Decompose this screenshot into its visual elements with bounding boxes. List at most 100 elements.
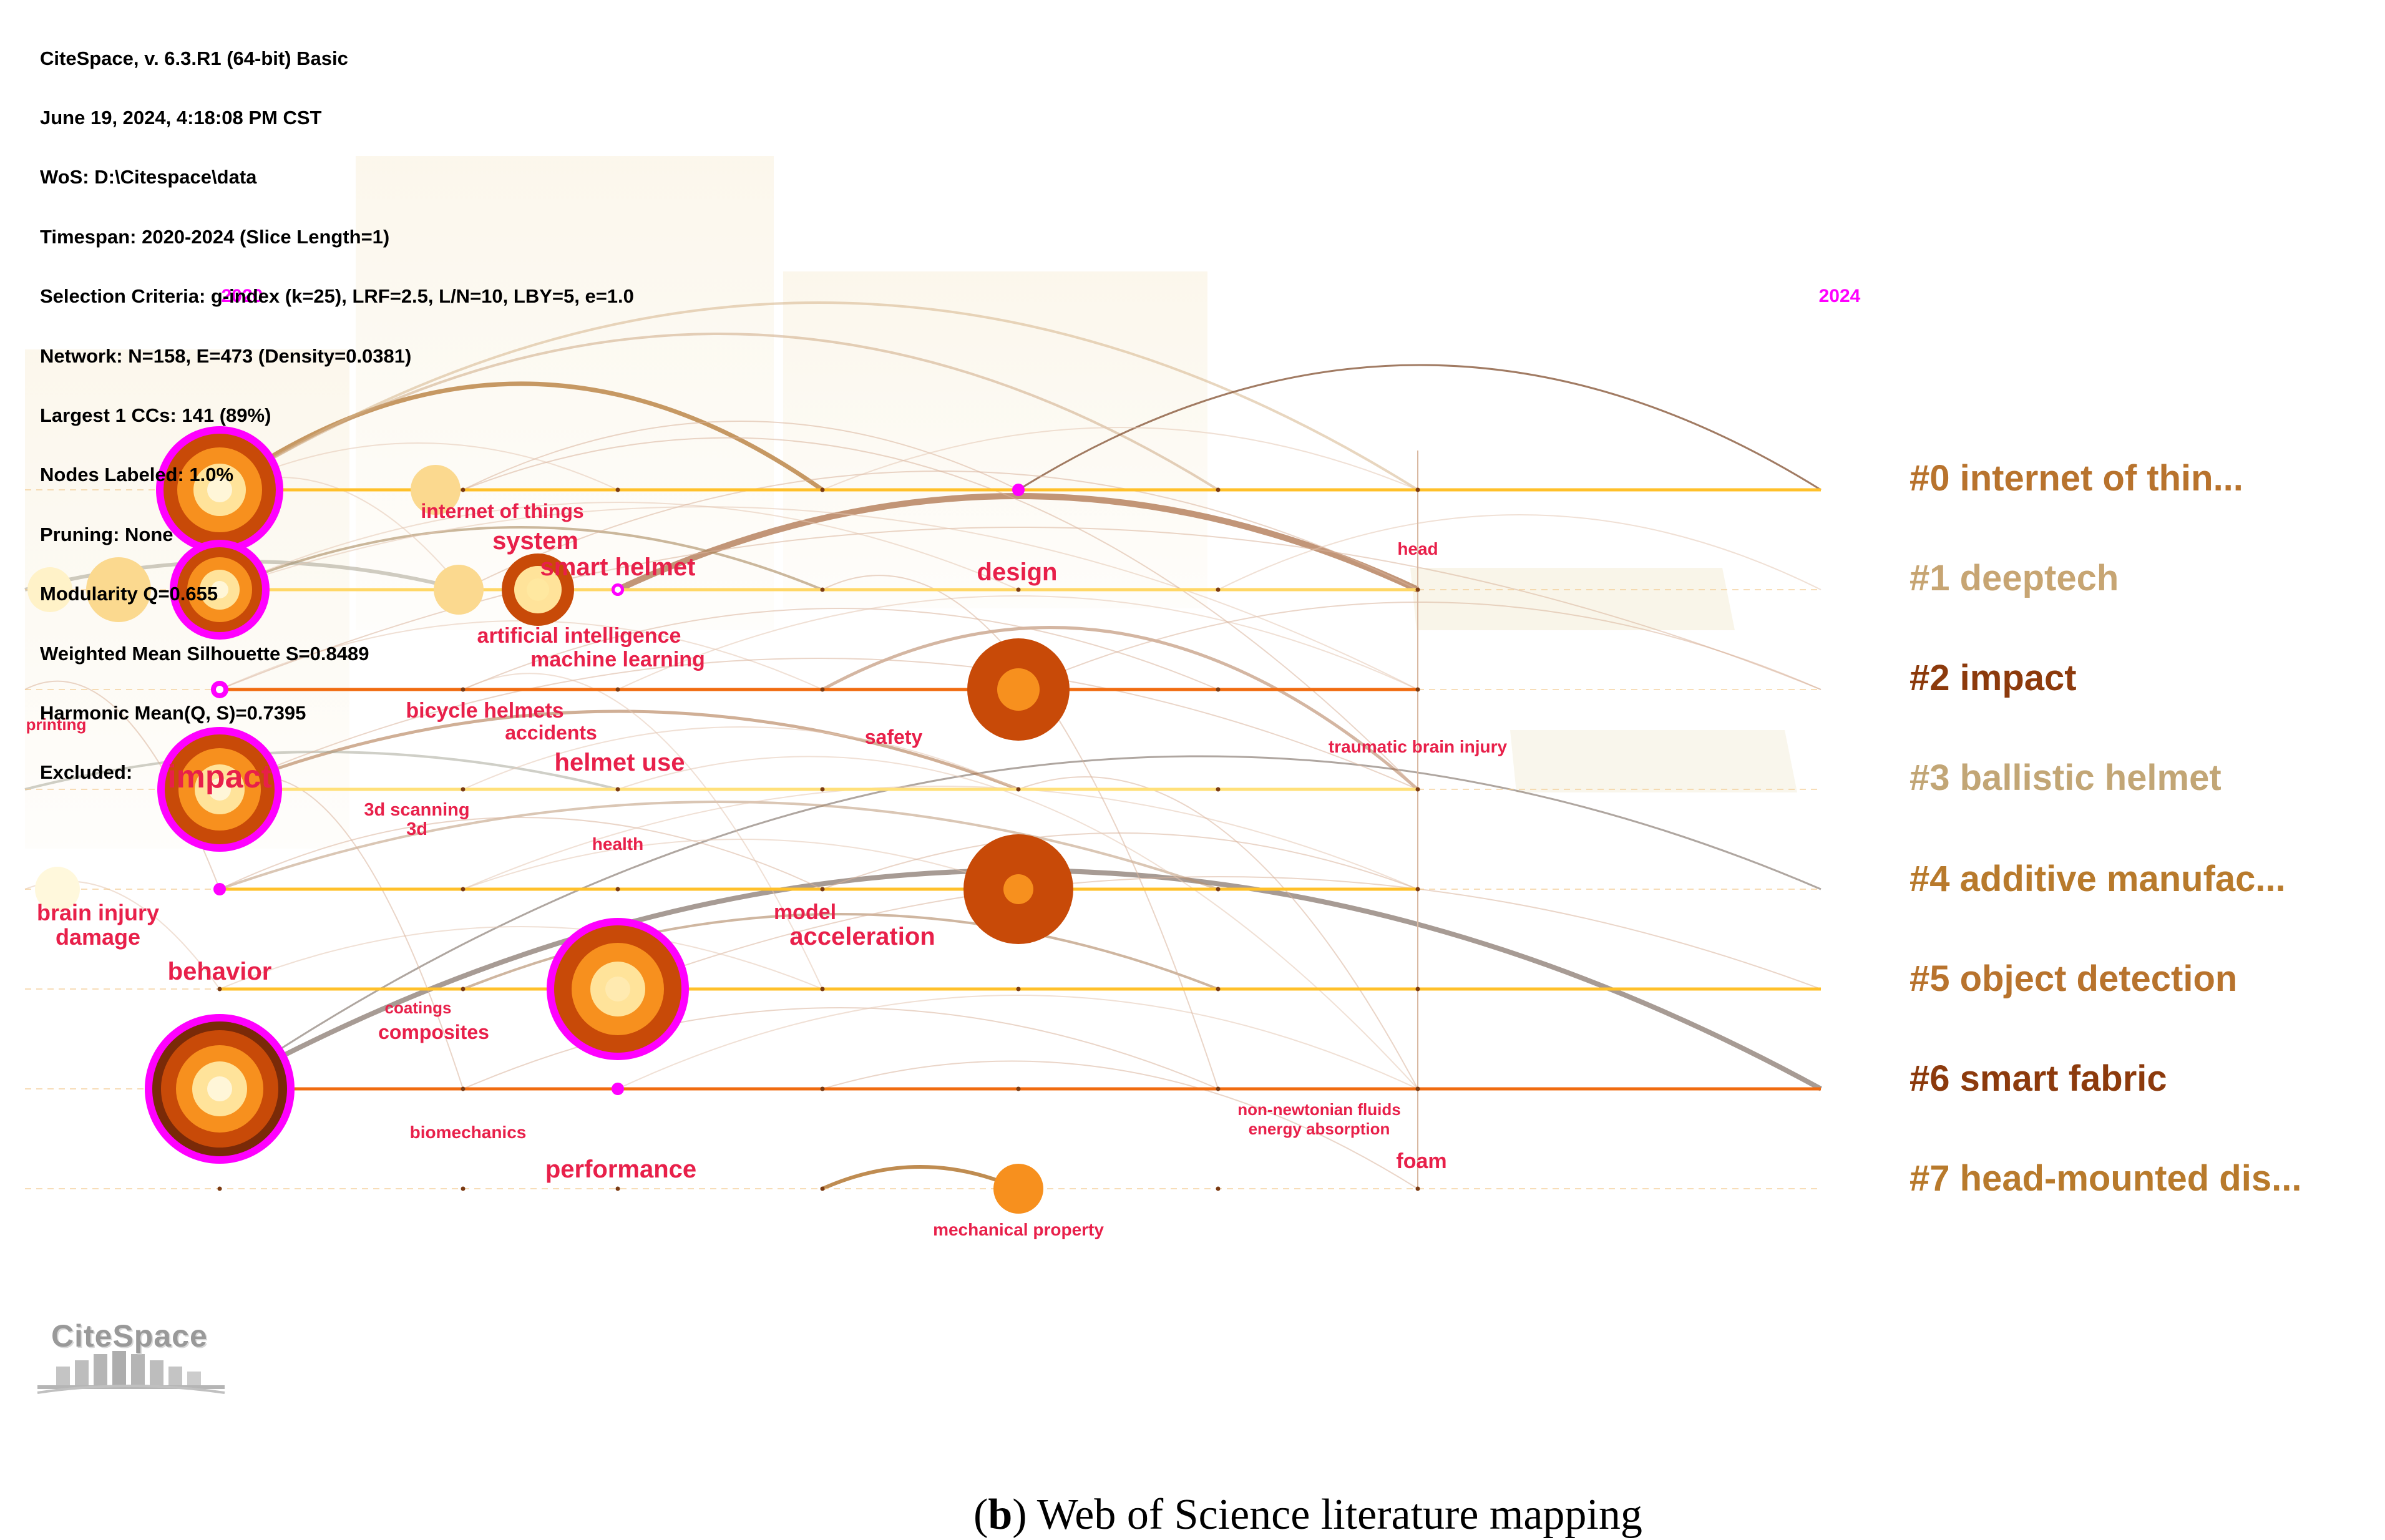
tick-marker bbox=[1016, 787, 1021, 792]
cluster-labels: #0 internet of thin... #1 deeptech #2 im… bbox=[1909, 458, 2301, 1199]
node-ring bbox=[27, 567, 72, 612]
citation-arc bbox=[462, 726, 1019, 790]
node-ring bbox=[993, 1164, 1043, 1214]
node-ring bbox=[997, 668, 1040, 711]
keyword-nodes bbox=[27, 426, 1073, 1214]
tick-marker bbox=[1216, 1086, 1221, 1091]
keyword-label: bicycle helmets bbox=[406, 699, 563, 723]
burst-marker bbox=[612, 1083, 624, 1095]
tick-marker bbox=[1415, 887, 1420, 892]
tick-marker bbox=[1216, 687, 1221, 692]
citation-arc bbox=[617, 876, 1822, 990]
tick-marker bbox=[1016, 987, 1021, 992]
meta-line: Largest 1 CCs: 141 (89%) bbox=[40, 404, 271, 426]
node-ring bbox=[605, 977, 630, 1001]
cluster-label-3: #3 ballistic helmet bbox=[1909, 758, 2222, 798]
keyword-label: impact bbox=[167, 759, 272, 795]
node-ring bbox=[211, 581, 228, 598]
citation-arc bbox=[462, 437, 1418, 790]
citation-arc bbox=[1018, 602, 1822, 690]
cluster-label-2: #2 impact bbox=[1909, 658, 2077, 698]
keyword-label: performance bbox=[545, 1156, 696, 1183]
keyword-label: system bbox=[492, 527, 578, 555]
cluster-label-5: #5 object detection bbox=[1909, 958, 2237, 999]
citation-arc bbox=[1018, 364, 1822, 491]
node-ring bbox=[207, 1076, 232, 1101]
year-end-label: 2024 bbox=[1819, 286, 1861, 306]
tick-marker bbox=[1016, 1086, 1021, 1091]
tick-marker bbox=[461, 987, 466, 992]
cluster-label-0: #0 internet of thin... bbox=[1909, 458, 2243, 499]
keyword-label: smart helmet bbox=[540, 553, 696, 581]
meta-line: CiteSpace, v. 6.3.R1 (64-bit) Basic bbox=[40, 47, 348, 69]
citation-arc bbox=[462, 421, 1019, 490]
tick-marker bbox=[1016, 587, 1021, 592]
meta-line: Weighted Mean Silhouette S=0.8489 bbox=[40, 642, 369, 665]
figure-caption: (b) Web of Science literature mapping bbox=[973, 1491, 1642, 1539]
citation-arc bbox=[219, 755, 1822, 1090]
citation-arc bbox=[219, 526, 823, 591]
node-ring bbox=[615, 587, 621, 593]
keyword-label: helmet use bbox=[555, 749, 685, 776]
node-ring bbox=[527, 578, 549, 601]
node-ring bbox=[216, 686, 223, 693]
keyword-label: internet of things bbox=[421, 500, 583, 522]
tick-marker bbox=[1216, 987, 1221, 992]
background-slabs bbox=[25, 156, 1797, 849]
node-ring bbox=[35, 867, 80, 912]
tick-marker bbox=[615, 687, 620, 692]
citation-arc bbox=[617, 756, 1418, 1089]
tick-marker bbox=[1415, 687, 1420, 692]
tick-marker bbox=[1415, 787, 1420, 792]
keyword-label: non-newtonian fluids bbox=[1237, 1100, 1400, 1119]
citation-arc bbox=[1217, 514, 1822, 590]
citation-arc bbox=[219, 658, 1418, 790]
citation-arc bbox=[822, 832, 1418, 890]
cluster-label-4: #4 additive manufac... bbox=[1909, 859, 2286, 899]
citation-arc bbox=[219, 709, 1019, 791]
caption-letter: b bbox=[988, 1491, 1013, 1539]
keyword-label: artificial intelligence bbox=[477, 624, 681, 648]
citespace-logo-text: CiteSpace bbox=[51, 1318, 208, 1353]
cluster-label-6: #6 smart fabric bbox=[1909, 1058, 2167, 1099]
meta-line: Selection Criteria: g-index (k=25), LRF=… bbox=[40, 285, 634, 308]
tick-marker bbox=[461, 887, 466, 892]
meta-line: Timespan: 2020-2024 (Slice Length=1) bbox=[40, 225, 390, 248]
cluster-label-1: #1 deeptech bbox=[1909, 558, 2119, 598]
citation-arc bbox=[219, 926, 823, 990]
citation-arc bbox=[462, 839, 1019, 890]
citation-arc bbox=[462, 608, 1219, 690]
node-ring bbox=[207, 477, 232, 502]
tick-marker bbox=[820, 1186, 825, 1191]
citation-arc bbox=[462, 1007, 1219, 1089]
tick-marker bbox=[820, 1086, 825, 1091]
citation-arc bbox=[616, 493, 1420, 593]
tick-marker bbox=[1415, 1186, 1420, 1191]
node-ring bbox=[411, 465, 461, 515]
analysis-metadata: CiteSpace, v. 6.3.R1 (64-bit) Basic June… bbox=[40, 9, 634, 802]
caption-text: Web of Science literature mapping bbox=[1036, 1491, 1642, 1539]
citation-arc bbox=[1018, 776, 1418, 1089]
keyword-label: printing bbox=[26, 715, 87, 734]
cluster-timelines bbox=[25, 451, 1821, 1189]
tick-marker bbox=[615, 1186, 620, 1191]
year-start-label: 2020 bbox=[222, 286, 263, 306]
tick-marker bbox=[1216, 787, 1221, 792]
keyword-label: acceleration bbox=[789, 923, 935, 950]
tick-marker bbox=[820, 887, 825, 892]
burst-marker bbox=[213, 883, 226, 895]
keyword-label: health bbox=[592, 834, 643, 854]
tick-marker bbox=[217, 1186, 222, 1191]
meta-line: WoS: D:\Citespace\data bbox=[40, 166, 257, 188]
node-ring bbox=[208, 778, 231, 801]
citation-arc bbox=[821, 626, 1419, 791]
tick-marker bbox=[461, 1086, 466, 1091]
meta-line: Pruning: None bbox=[40, 523, 173, 545]
citation-arc bbox=[617, 995, 1418, 1089]
citation-arc bbox=[822, 427, 1418, 490]
keyword-label: biomechanics bbox=[410, 1123, 527, 1142]
tick-marker bbox=[820, 787, 825, 792]
citation-arc bbox=[24, 751, 618, 791]
burst-marker bbox=[1012, 484, 1025, 496]
tick-marker bbox=[1415, 587, 1420, 592]
